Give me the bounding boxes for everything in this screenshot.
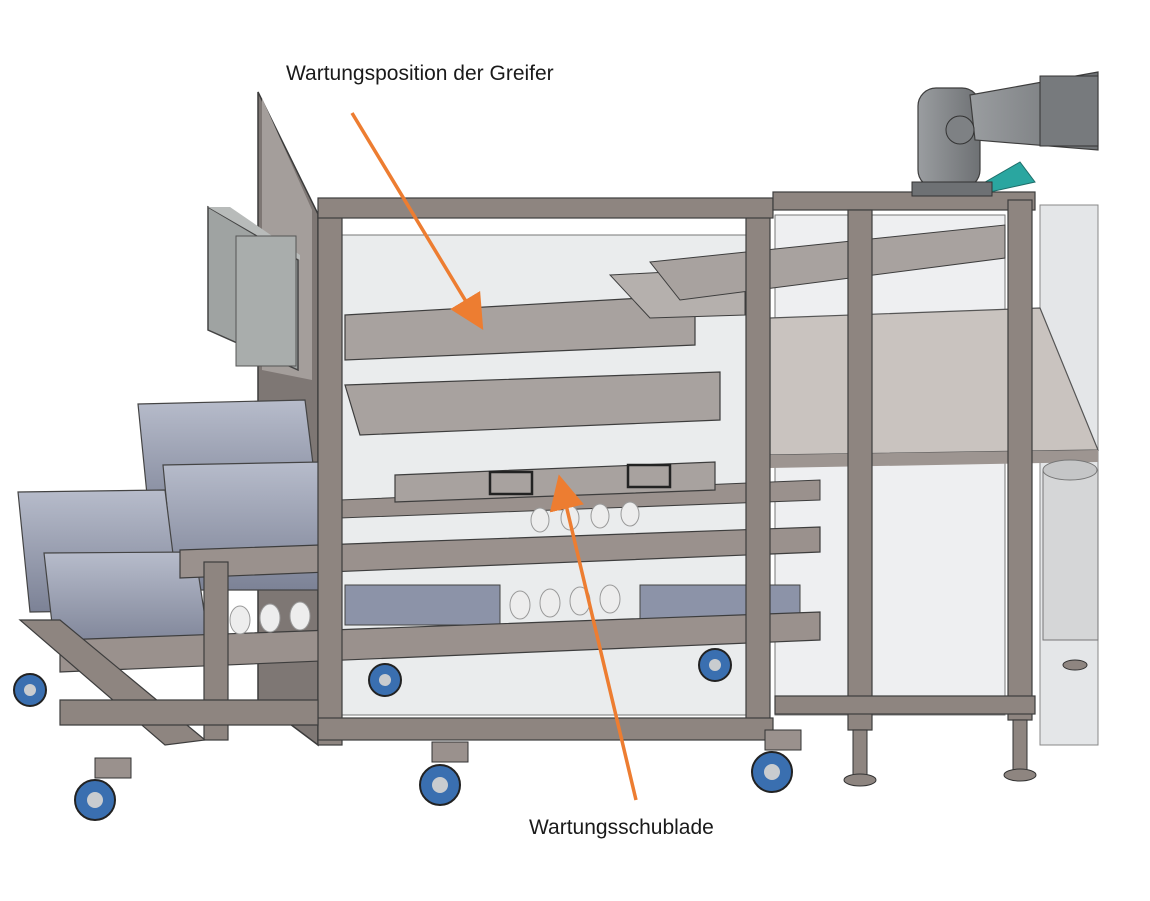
wheel-caster — [13, 648, 802, 821]
side-tank — [1042, 459, 1099, 641]
transfer-table — [769, 307, 1099, 468]
orange-arrow — [350, 112, 484, 330]
robot-arm — [911, 71, 1099, 197]
orange-arrow — [549, 474, 638, 801]
annotation-maintenance-drawer: Wartungsschublade — [529, 816, 714, 839]
leveling-feet — [843, 659, 1088, 787]
gripper-assembly — [344, 224, 1006, 503]
electrical-cabinet — [207, 205, 300, 372]
annotation-gripper-maintenance-position: Wartungsposition der Greifer — [286, 62, 554, 85]
